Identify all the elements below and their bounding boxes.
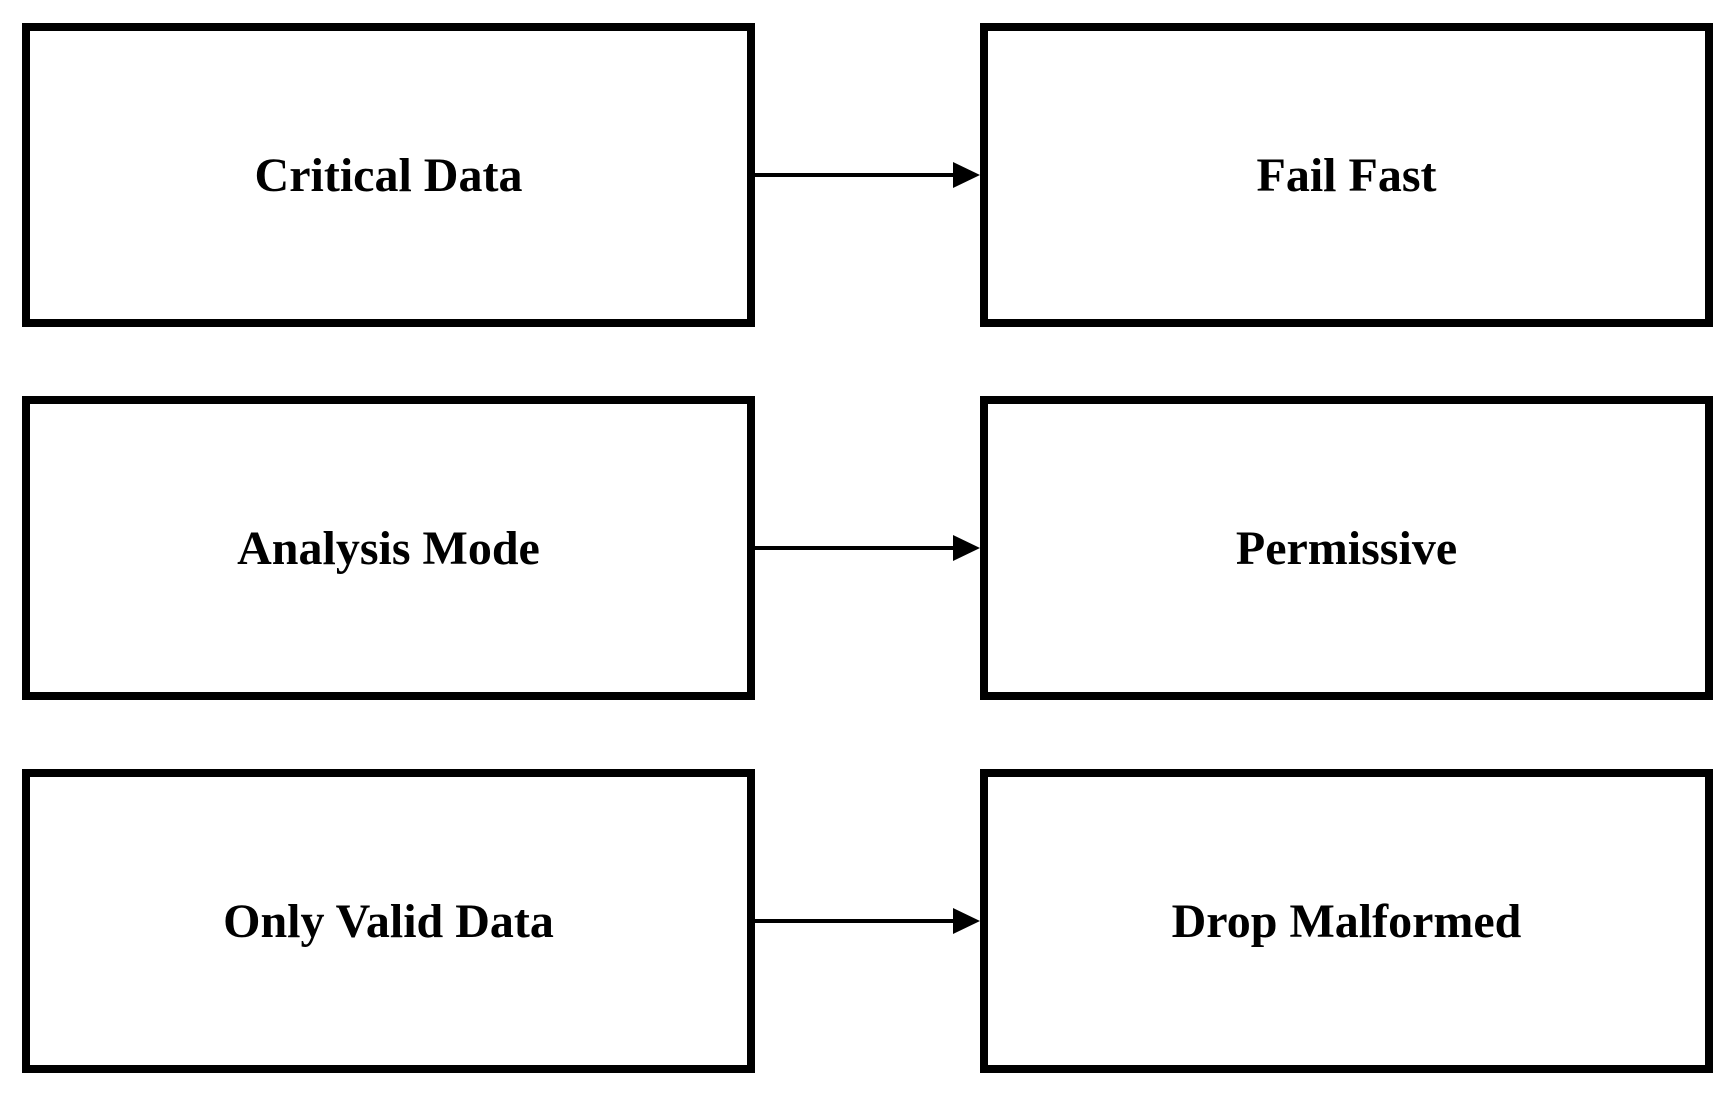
target-box-drop-malformed: Drop Malformed — [980, 769, 1713, 1073]
source-box-critical-data: Critical Data — [22, 23, 755, 327]
arrow-row-1 — [755, 162, 980, 188]
target-label: Permissive — [1235, 521, 1458, 575]
target-box-permissive: Permissive — [980, 396, 1713, 700]
source-label: Critical Data — [254, 148, 523, 202]
source-box-only-valid-data: Only Valid Data — [22, 769, 755, 1073]
source-box-analysis-mode: Analysis Mode — [22, 396, 755, 700]
arrow-row-2 — [755, 535, 980, 561]
source-label: Analysis Mode — [237, 521, 540, 575]
target-box-fail-fast: Fail Fast — [980, 23, 1713, 327]
source-label: Only Valid Data — [223, 894, 554, 948]
arrow-row-3 — [755, 908, 980, 934]
target-label: Drop Malformed — [1171, 894, 1522, 948]
target-label: Fail Fast — [1256, 148, 1437, 202]
